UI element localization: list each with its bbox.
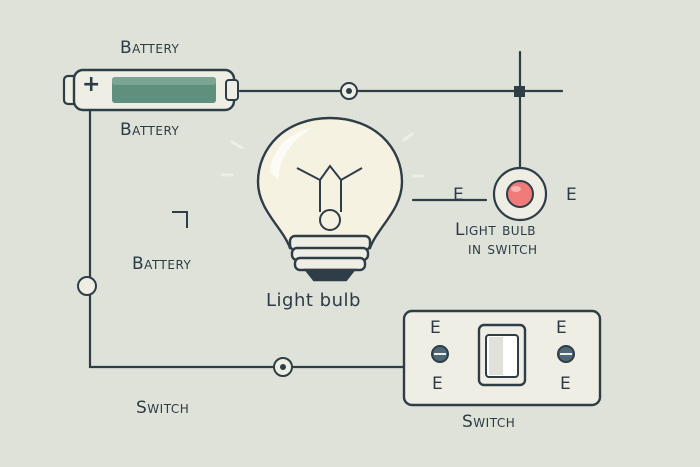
indicator-e-right: E: [566, 185, 578, 205]
switch-e-top-left: E: [430, 318, 442, 338]
switch-e-bottom-left: E: [432, 374, 444, 394]
indicator-label-line1: Light bulb: [455, 220, 536, 240]
switch-e-bottom-right: E: [560, 374, 572, 394]
indicator-e-left: E: [453, 185, 465, 205]
light-bulb-icon: [220, 116, 425, 282]
junction-node: [514, 86, 525, 97]
battery-plus-label: +: [82, 72, 101, 97]
switch-label-left: Switch: [136, 398, 190, 418]
battery-label-left: Battery: [132, 254, 192, 274]
indicator-light-icon: [492, 166, 548, 222]
switch-e-top-right: E: [556, 318, 568, 338]
bulb-rays: [220, 132, 425, 178]
light-bulb-label: Light bulb: [266, 290, 361, 311]
switch-icon: [402, 309, 602, 407]
indicator-label-line2: in switch: [468, 239, 538, 259]
wire-left-loop: [88, 106, 410, 369]
node-left: [77, 276, 97, 296]
bracket-mark: [172, 211, 188, 228]
switch-label-box: Switch: [462, 412, 516, 432]
battery-label-mid: Battery: [120, 120, 180, 140]
battery-icon: [62, 68, 239, 112]
battery-label-top: Battery: [120, 38, 180, 58]
